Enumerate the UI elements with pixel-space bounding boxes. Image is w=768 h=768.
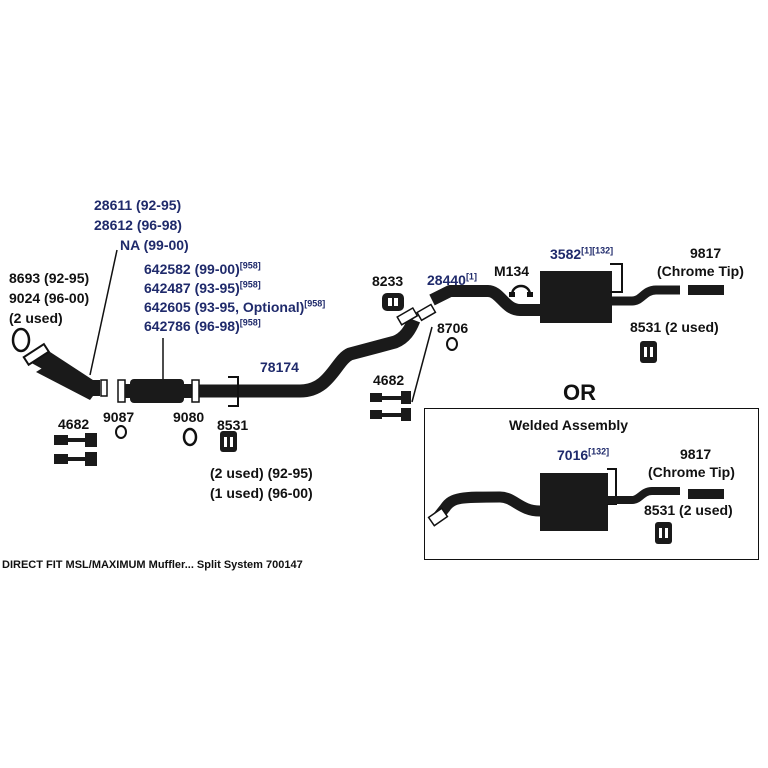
label-9080: 9080 — [173, 409, 205, 425]
label-na: NA (99-00) — [120, 237, 189, 253]
rear-pipe — [429, 285, 540, 316]
label-9024: 9024 (96-00) — [9, 290, 90, 306]
label-2-used-92-95: (2 used) (92-95) — [210, 465, 313, 481]
label-642605: 642605 (93-95, Optional)[958] — [144, 298, 326, 315]
label-7016: 7016[132] — [557, 446, 610, 463]
label-or: OR — [563, 380, 596, 405]
label-m134: M134 — [494, 263, 530, 279]
label-4682-left: 4682 — [58, 416, 90, 432]
caption: DIRECT FIT MSL/MAXIMUM Muffler... Split … — [2, 559, 303, 571]
label-4682-mid: 4682 — [373, 372, 405, 388]
label-9817: 9817 — [690, 245, 722, 261]
isolator-8233 — [382, 293, 404, 311]
label-chrome-tip-welded: (Chrome Tip) — [648, 464, 735, 480]
leader-28611 — [89, 249, 118, 376]
label-78174: 78174 — [260, 359, 299, 375]
intermediate-pipe — [199, 317, 421, 398]
label-chrome-tip: (Chrome Tip) — [657, 263, 744, 279]
catalytic-converter — [130, 379, 184, 403]
hanger-bracket — [228, 376, 239, 407]
label-8233: 8233 — [372, 273, 404, 289]
bolts-4682-mid — [370, 391, 411, 421]
label-8531-2-used-welded: 8531 (2 used) — [644, 502, 733, 518]
front-pipe — [22, 342, 108, 400]
label-642786: 642786 (96-98)[958] — [144, 317, 261, 334]
hanger-8531-left — [220, 431, 237, 452]
label-28612: 28612 (96-98) — [94, 217, 182, 233]
gasket-8693 — [11, 327, 31, 353]
label-8693: 8693 (92-95) — [9, 270, 90, 286]
label-9087: 9087 — [103, 409, 135, 425]
hanger-8531-right — [640, 341, 657, 363]
flange-joint-2 — [416, 303, 437, 322]
gasket-9087 — [115, 425, 127, 439]
muffler-3582 — [540, 271, 612, 323]
label-8531-2-used: 8531 (2 used) — [630, 319, 719, 335]
label-2-used: (2 used) — [9, 310, 63, 326]
label-642582: 642582 (99-00)[958] — [144, 260, 261, 277]
label-28611: 28611 (92-95) — [94, 197, 182, 213]
bolts-4682-left — [54, 433, 97, 466]
welded-assembly-box — [424, 408, 759, 560]
label-8706: 8706 — [437, 320, 469, 336]
label-642487: 642487 (93-95)[958] — [144, 279, 261, 296]
gasket-9080 — [182, 427, 198, 447]
label-28440: 28440[1] — [427, 271, 477, 288]
chrome-tip — [688, 285, 724, 295]
welded-assembly-drawing — [427, 468, 724, 544]
flange-b — [191, 379, 200, 403]
tailpipe — [612, 285, 680, 306]
label-9817-welded: 9817 — [680, 446, 712, 462]
label-welded-assembly: Welded Assembly — [509, 417, 629, 433]
flange-joint-1 — [396, 307, 419, 326]
leader-8706 — [411, 326, 433, 403]
label-8531: 8531 — [217, 417, 249, 433]
label-3582: 3582[1][132] — [550, 245, 614, 262]
gasket-8706 — [446, 337, 458, 351]
label-1-used-96-00: (1 used) (96-00) — [210, 485, 313, 501]
flange-a — [117, 379, 126, 403]
clamp-m134 — [509, 284, 533, 297]
